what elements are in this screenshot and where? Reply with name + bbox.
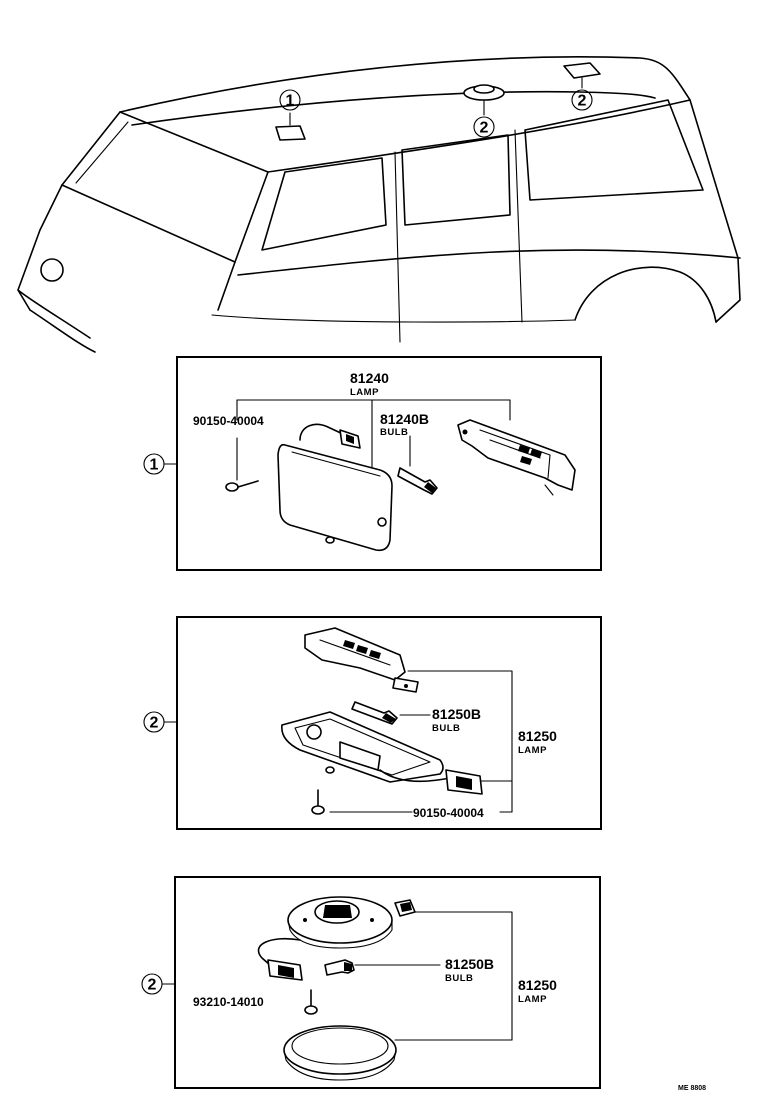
panel2-base — [281, 711, 483, 795]
panel1-bulb-part-no: 81240B — [380, 411, 429, 427]
panel2-housing — [304, 627, 419, 693]
panel1-lamp-lens — [277, 423, 393, 552]
reference-code: ME 8808 — [678, 1085, 706, 1092]
panel1-screw — [225, 480, 259, 492]
panel2-lamp-name: LAMP — [518, 745, 547, 756]
panel3-lamp-part-no: 81250 — [518, 977, 557, 993]
panel2-bulb-name: BULB — [432, 723, 460, 734]
panel3-bulb-name: BULB — [445, 973, 473, 984]
panel1-lamp-part-no: 81240 — [350, 370, 389, 386]
panel3-screw — [304, 989, 318, 1015]
panel3-round-housing — [257, 896, 416, 981]
panel3-bulb — [324, 959, 355, 976]
panel2-bulb — [351, 701, 398, 725]
callout-2-van-rear-text: 2 — [578, 93, 587, 110]
panel-1: 1 81240 LAMP 81240B BULB 90150-40004 — [143, 356, 602, 571]
panel1-bulb-name: BULB — [380, 427, 408, 438]
van-lamp-2-round-location — [463, 84, 505, 116]
panel3-screw-part-no: 93210-14010 — [193, 995, 264, 1009]
panel2-lamp-part-no: 81250 — [518, 728, 557, 744]
panel1-bulb — [397, 467, 438, 495]
callout-2-van-center-text: 2 — [480, 120, 489, 137]
panel2-bulb-part-no: 81250B — [432, 706, 481, 722]
panel1-screw-part-no: 90150-40004 — [193, 414, 264, 428]
callout-2-panel-2-text: 2 — [150, 715, 159, 732]
panel1-housing — [457, 419, 576, 496]
panel3-lamp-name: LAMP — [518, 994, 547, 1005]
panel3-bulb-part-no: 81250B — [445, 956, 494, 972]
panel1-lamp-name: LAMP — [350, 387, 379, 398]
callout-2-van-rear: 2 — [571, 89, 593, 111]
panel-3: 2 81250B BULB 81250 LAMP 93210-14010 — [141, 876, 601, 1089]
callout-1-panel-text: 1 — [150, 457, 159, 474]
van-lamp-2-rect-location — [563, 62, 601, 89]
van-lamp-1-location — [275, 112, 306, 141]
callout-2-van-center: 2 — [473, 116, 495, 138]
callout-2-panel-3-text: 2 — [148, 977, 157, 994]
panel3-lens-ring — [283, 1025, 397, 1081]
callout-1-van-text: 1 — [286, 93, 295, 110]
callout-1-van: 1 — [279, 89, 301, 111]
panel-2: 2 81250B BULB 81250 LAMP 90150-40004 — [143, 616, 602, 830]
panel2-screw-part-no: 90150-40004 — [413, 806, 484, 820]
panel2-screw — [311, 789, 325, 815]
van-illustration — [17, 56, 741, 353]
